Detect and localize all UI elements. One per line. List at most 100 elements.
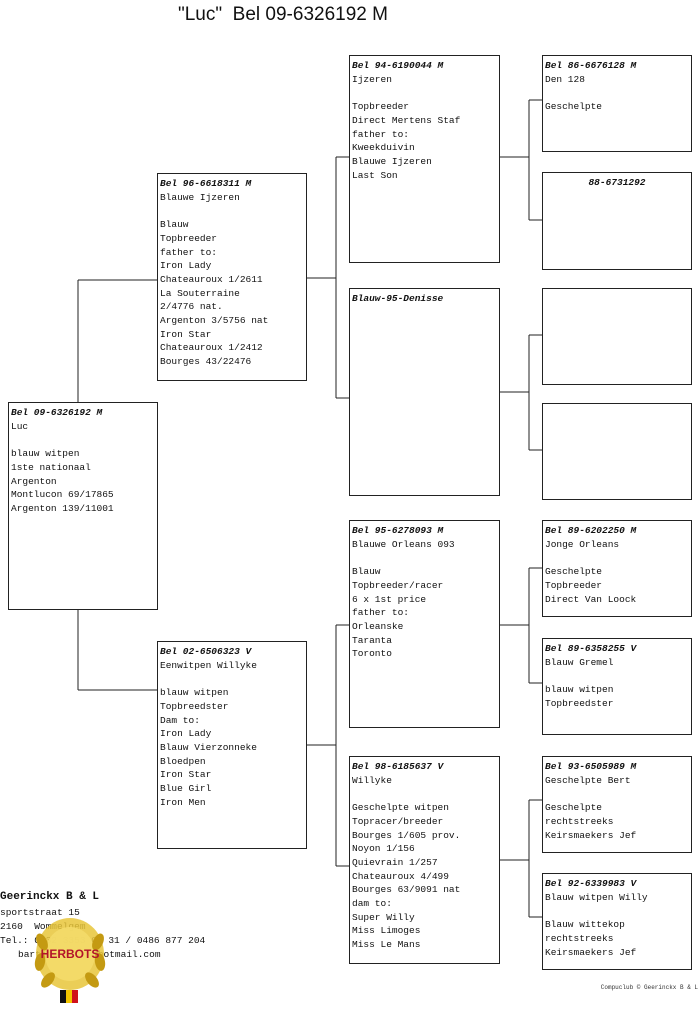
- pedigree-line: Quievrain 1/257: [352, 856, 438, 868]
- pedigree-line: Chateauroux 1/2412: [160, 342, 263, 354]
- pedigree-line: Topbreeder: [545, 579, 603, 591]
- pedigree-line: Super Willy: [352, 911, 415, 923]
- ring-number: Bel 95-6278093 M: [352, 525, 444, 536]
- pedigree-line: Iron Star: [160, 328, 212, 340]
- pedigree-line: Iron Lady: [160, 728, 212, 740]
- pedigree-line: Argenton 3/5756 nat: [160, 315, 269, 327]
- pedigree-line: Noyon 1/156: [352, 843, 415, 855]
- pedigree-line: Geschelpte witpen: [352, 802, 449, 814]
- pedigree-line: Keirsmaekers Jef: [545, 829, 637, 841]
- pedigree-line: Direct Mertens Staf: [352, 114, 461, 126]
- pedigree-line: Blauw: [352, 566, 381, 578]
- pedigree-line: Ijzeren: [352, 73, 392, 85]
- pedigree-line: rechtstreeks: [545, 815, 614, 827]
- breeder-address: sportstraat 15: [0, 907, 80, 918]
- page-title: "Luc" Bel 09-6326192 M: [178, 4, 388, 25]
- pedigree-line: Geschelpte: [545, 566, 603, 578]
- pedigree-line: Luc: [11, 420, 29, 432]
- pedigree-line: [160, 672, 304, 686]
- pedigree-line: Chateauroux 4/499: [352, 870, 449, 882]
- pedigree-line: Bourges 63/9091 nat: [352, 884, 461, 896]
- pedigree-line: Topbreeder: [352, 101, 410, 113]
- pedigree-line: 6 x 1st price: [352, 593, 427, 605]
- pedigree-line: Taranta: [352, 634, 392, 646]
- ring-number: Bel 86-6676128 M: [545, 60, 637, 71]
- pedigree-line: Blue Girl: [160, 783, 212, 795]
- pedigree-line: [352, 551, 497, 565]
- pedigree-line: Bourges 1/605 prov.: [352, 829, 461, 841]
- breeder-name: Geerinckx B & L: [0, 891, 100, 903]
- pedigree-line: [545, 669, 689, 683]
- pedigree-line: dam to:: [352, 898, 392, 910]
- pedigree-line: Iron Star: [160, 769, 212, 781]
- pedigree-line: [545, 551, 689, 565]
- ring-number: Bel 98-6185637 V: [352, 761, 444, 772]
- pedigree-line: blauw witpen: [545, 684, 614, 696]
- pedigree-line: Topbreedster: [160, 700, 229, 712]
- pedigree-line: Montlucon 69/17865: [11, 489, 114, 501]
- pedigree-line: Kweekduivin: [352, 142, 415, 154]
- pedigree-line: Blauwe Ijzeren: [160, 191, 240, 203]
- ring-number: Bel 09-6326192 M: [11, 407, 103, 418]
- pedigree-line: [352, 787, 497, 801]
- herbots-logo: HERBOTS: [30, 912, 110, 1009]
- pedigree-line: Jonge Orleans: [545, 538, 620, 550]
- ring-number: Bel 96-6618311 M: [160, 178, 252, 189]
- ring-number: Bel 02-6506323 V: [160, 646, 252, 657]
- ring-number: 88-6731292: [588, 177, 646, 188]
- pedigree-line: Blauw Gremel: [545, 656, 614, 668]
- ring-number: Bel 94-6190044 M: [352, 60, 444, 71]
- pedigree-line: Dam to:: [160, 714, 200, 726]
- pedigree-line: Blauw wittekop: [545, 919, 625, 931]
- pedigree-line: [545, 904, 689, 918]
- ring-number: Bel 92-6339983 V: [545, 878, 637, 889]
- pedigree-line: Blauwe Orleans 093: [352, 538, 455, 550]
- pedigree-line: Blauw Vierzonneke: [160, 741, 257, 753]
- pedigree-line: [11, 433, 155, 447]
- pedigree-line: Geschelpte Bert: [545, 774, 631, 786]
- pedigree-line: Keirsmaekers Jef: [545, 946, 637, 958]
- logo-text: HERBOTS: [41, 947, 100, 961]
- pedigree-line: Bourges 43/22476: [160, 356, 252, 368]
- pedigree-line: Miss Limoges: [352, 925, 421, 937]
- pedigree-line: blauw witpen: [11, 448, 80, 460]
- pedigree-line: Eenwitpen Willyke: [160, 659, 257, 671]
- pedigree-line: 2/4776 nat.: [160, 301, 223, 313]
- ring-number: Bel 93-6505989 M: [545, 761, 637, 772]
- pedigree-line: [545, 86, 689, 100]
- pedigree-line: Geschelpte: [545, 802, 603, 814]
- pedigree-card: [542, 403, 692, 500]
- pedigree-line: Blauw: [160, 219, 189, 231]
- pedigree-line: father to:: [352, 128, 410, 140]
- pedigree-line: Iron Lady: [160, 260, 212, 272]
- pedigree-line: Willyke: [352, 774, 392, 786]
- pedigree-line: Argenton: [11, 475, 57, 487]
- pedigree-line: Orleanske: [352, 620, 404, 632]
- pedigree-line: Last Son: [352, 169, 398, 181]
- pedigree-line: Den 128: [545, 73, 585, 85]
- pedigree-line: [352, 86, 497, 100]
- pedigree-line: Argenton 139/11001: [11, 502, 114, 514]
- pedigree-line: father to:: [160, 246, 218, 258]
- pedigree-line: Topracer/breeder: [352, 815, 444, 827]
- pedigree-line: Topbreedster: [545, 697, 614, 709]
- pedigree-line: Topbreeder: [160, 232, 218, 244]
- pedigree-line: rechtstreeks: [545, 932, 614, 944]
